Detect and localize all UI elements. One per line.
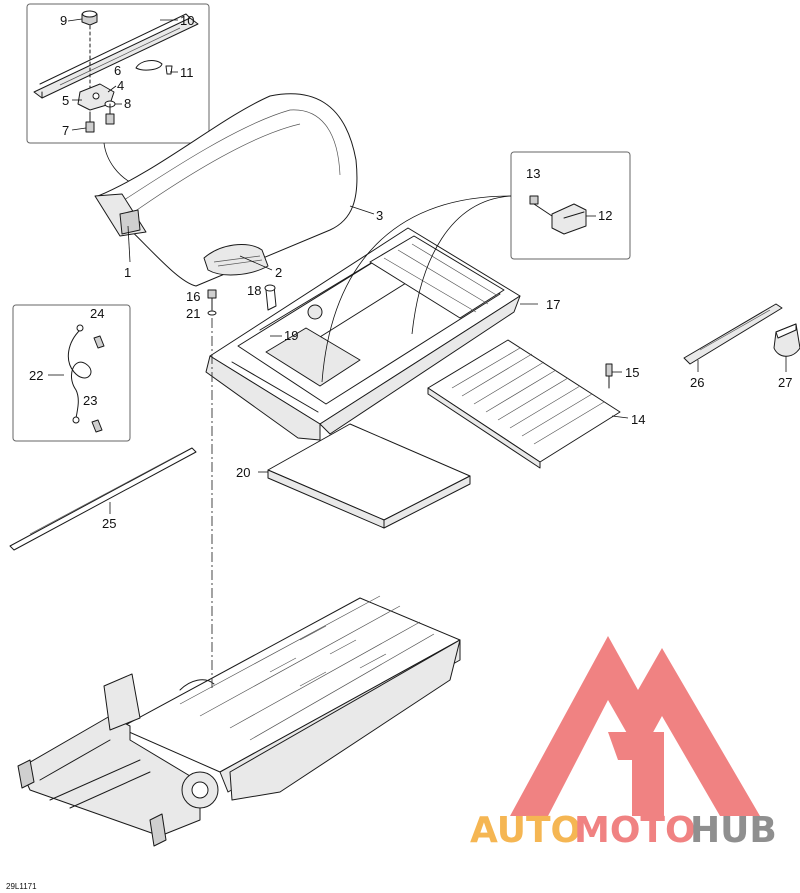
callout-4: 4	[117, 78, 124, 93]
leader-1	[127, 225, 131, 263]
leader-14	[611, 415, 629, 419]
rivet-11-part	[165, 65, 173, 75]
logo-text-auto: AUTO	[470, 810, 581, 851]
callout-15: 15	[625, 365, 639, 380]
hinge-leader-1	[411, 195, 512, 335]
callout-9: 9	[60, 13, 67, 28]
end-cap-27-part	[773, 323, 800, 357]
seat-rail-part	[33, 13, 199, 99]
storage-frame-part	[205, 227, 521, 441]
callout-25: 25	[102, 516, 116, 531]
bolts-7-part	[85, 103, 115, 133]
callout-18: 18	[247, 283, 261, 298]
callout-26: 26	[690, 375, 704, 390]
callout-14: 14	[631, 412, 645, 427]
inset-box-tether	[12, 304, 131, 442]
callout-13: 13	[526, 166, 540, 181]
logo-text-moto: MOTO	[574, 810, 696, 851]
callout-23: 23	[83, 393, 97, 408]
leader-2	[239, 255, 273, 271]
logo-word-auto: AUTO	[470, 810, 581, 851]
logo-triangle-mark	[510, 636, 760, 816]
callout-27: 27	[778, 375, 792, 390]
strap-part	[135, 60, 163, 71]
tether-cable-part	[67, 324, 105, 433]
callout-21: 21	[186, 306, 200, 321]
callout-22: 22	[29, 368, 43, 383]
leader-4	[107, 85, 117, 93]
inset-box-hinge	[510, 151, 631, 260]
seat-assembly	[94, 93, 358, 287]
trim-strip-part	[9, 447, 197, 551]
bar-26-part	[683, 303, 783, 365]
callout-8: 8	[124, 96, 131, 111]
logo-word-hub: HUB	[690, 810, 777, 851]
plug-18-part	[264, 284, 277, 311]
hinge-part	[551, 203, 587, 235]
callout-12: 12	[598, 208, 612, 223]
callout-6: 6	[114, 63, 121, 78]
callout-labels: 9 10 6 11 4 5 8 7 3 1 2 13 12 17 18 16 2…	[29, 13, 792, 531]
callout-24: 24	[90, 306, 104, 321]
callout-2: 2	[275, 265, 282, 280]
inset-box-seat-hardware	[26, 3, 210, 144]
leader-3	[349, 205, 375, 215]
callout-5: 5	[62, 93, 69, 108]
access-lid-part	[427, 339, 621, 469]
figure-code: 29L1171	[6, 882, 37, 891]
callout-16: 16	[186, 289, 200, 304]
callout-7: 7	[62, 123, 69, 138]
callout-3: 3	[376, 208, 383, 223]
pin-15-part	[605, 363, 613, 389]
leader-7	[71, 127, 87, 131]
callout-20: 20	[236, 465, 250, 480]
callout-17: 17	[546, 297, 560, 312]
leader-9	[67, 18, 83, 22]
hinge-leader-2	[321, 195, 512, 383]
watermark-logo: AUTO MOTO HUB	[470, 636, 777, 851]
callout-10: 10	[180, 13, 194, 28]
callout-1: 1	[124, 265, 131, 280]
callout-11: 11	[180, 65, 194, 80]
bolt-16-part	[207, 289, 217, 316]
chassis-frame-part	[17, 595, 461, 847]
callout-19: 19	[284, 328, 298, 343]
foam-pad-part	[267, 423, 471, 529]
logo-text-hub: HUB	[690, 810, 777, 851]
screw-13-part	[529, 195, 553, 217]
nut-top-part	[81, 10, 98, 26]
logo-word-moto: MOTO	[574, 810, 696, 851]
logo-inner-mark	[608, 732, 664, 816]
